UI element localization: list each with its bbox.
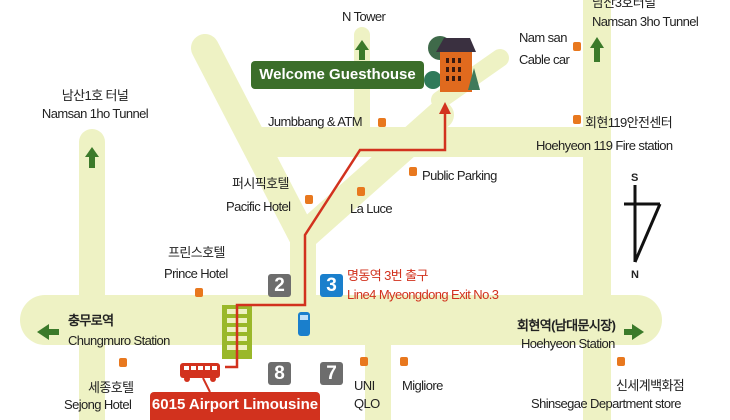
cable-car-label-line1: Nam san <box>519 30 567 45</box>
sejong-hotel-ko-label: 세종호텔 <box>88 380 134 395</box>
sejong-hotel-en-label: Sejong Hotel <box>64 397 132 412</box>
la-luce-label: La Luce <box>350 201 393 216</box>
exit-2-badge: 2 <box>268 274 291 297</box>
migliore-marker-icon <box>400 357 408 366</box>
pacific-hotel-en-label: Pacific Hotel <box>226 199 291 214</box>
n-tower-label: N Tower <box>342 9 386 24</box>
fire-station-marker-icon <box>573 115 581 124</box>
arrow-right-icon <box>624 324 644 340</box>
myeongdong-exit3-ko-label: 명동역 3번 출구 <box>347 268 428 283</box>
pacific-hotel-ko-label: 퍼시픽호텔 <box>232 176 289 191</box>
prince-hotel-ko-label: 프린스호텔 <box>168 245 225 260</box>
cable-car-label-line2: Cable car <box>519 52 570 67</box>
arrow-up-icon <box>590 37 604 62</box>
direction-arrows <box>37 37 644 340</box>
migliore-label: Migliore <box>402 378 443 393</box>
walking-route <box>225 112 447 369</box>
guesthouse-building-icon <box>424 36 480 92</box>
hoehyeon-station-ko-label: 회현역(남대문시장) <box>517 318 616 333</box>
exit-7-badge: 7 <box>320 362 343 385</box>
shinsegae-marker-icon <box>617 357 625 366</box>
shinsegae-en-label: Shinsegae Department store <box>531 396 681 411</box>
uniqlo-label-line1: UNI <box>354 378 375 393</box>
sejong-hotel-marker-icon <box>119 358 127 367</box>
fire-station-en-label: Hoehyeon 119 Fire station <box>536 138 673 153</box>
arrow-left-icon <box>37 324 59 340</box>
uniqlo-label-line2: QLO <box>354 396 380 411</box>
compass-icon <box>624 185 662 263</box>
namsan3-tunnel-ko-label: 남산3호터널 <box>592 0 656 10</box>
public-parking-label: Public Parking <box>422 168 497 183</box>
prince-hotel-marker-icon <box>195 288 203 297</box>
arrow-up-icon <box>355 40 369 60</box>
prince-hotel-en-label: Prince Hotel <box>164 266 228 281</box>
arrow-up-icon <box>85 147 99 168</box>
chungmuro-station-en-label: Chungmuro Station <box>68 333 170 348</box>
cable-car-marker-icon <box>573 42 581 51</box>
bus-icon <box>180 363 220 393</box>
namsan1-tunnel-ko-label: 남산1호 터널 <box>61 88 129 103</box>
la-luce-marker-icon <box>357 187 365 196</box>
airport-limousine-label[interactable]: 6015 Airport Limousine <box>150 392 320 420</box>
public-parking-marker-icon <box>409 167 417 176</box>
welcome-guesthouse-label[interactable]: Welcome Guesthouse <box>251 61 424 89</box>
mailbox-icon <box>298 312 310 336</box>
jumbbang-marker-icon <box>378 118 386 127</box>
jumbbang-atm-label: Jumbbang & ATM <box>268 114 363 129</box>
compass-s-label: S <box>631 172 638 184</box>
namsan3-tunnel-en-label: Namsan 3ho Tunnel <box>592 14 699 29</box>
shinsegae-ko-label: 신세계백화점 <box>616 378 685 393</box>
route-arrow-icon <box>439 102 451 114</box>
exit-3-badge: 3 <box>320 274 343 297</box>
uniqlo-marker-icon <box>360 357 368 366</box>
myeongdong-exit3-en-label: Line4 Myeongdong Exit No.3 <box>347 287 499 302</box>
compass-n-label: N <box>631 269 639 281</box>
hoehyeon-station-en-label: Hoehyeon Station <box>521 336 615 351</box>
exit-8-badge: 8 <box>268 362 291 385</box>
chungmuro-station-ko-label: 충무로역 <box>68 313 114 328</box>
fire-station-ko-label: 회현119안전센터 <box>585 115 673 130</box>
namsan1-tunnel-en-label: Namsan 1ho Tunnel <box>41 106 149 121</box>
pacific-hotel-marker-icon <box>305 195 313 204</box>
